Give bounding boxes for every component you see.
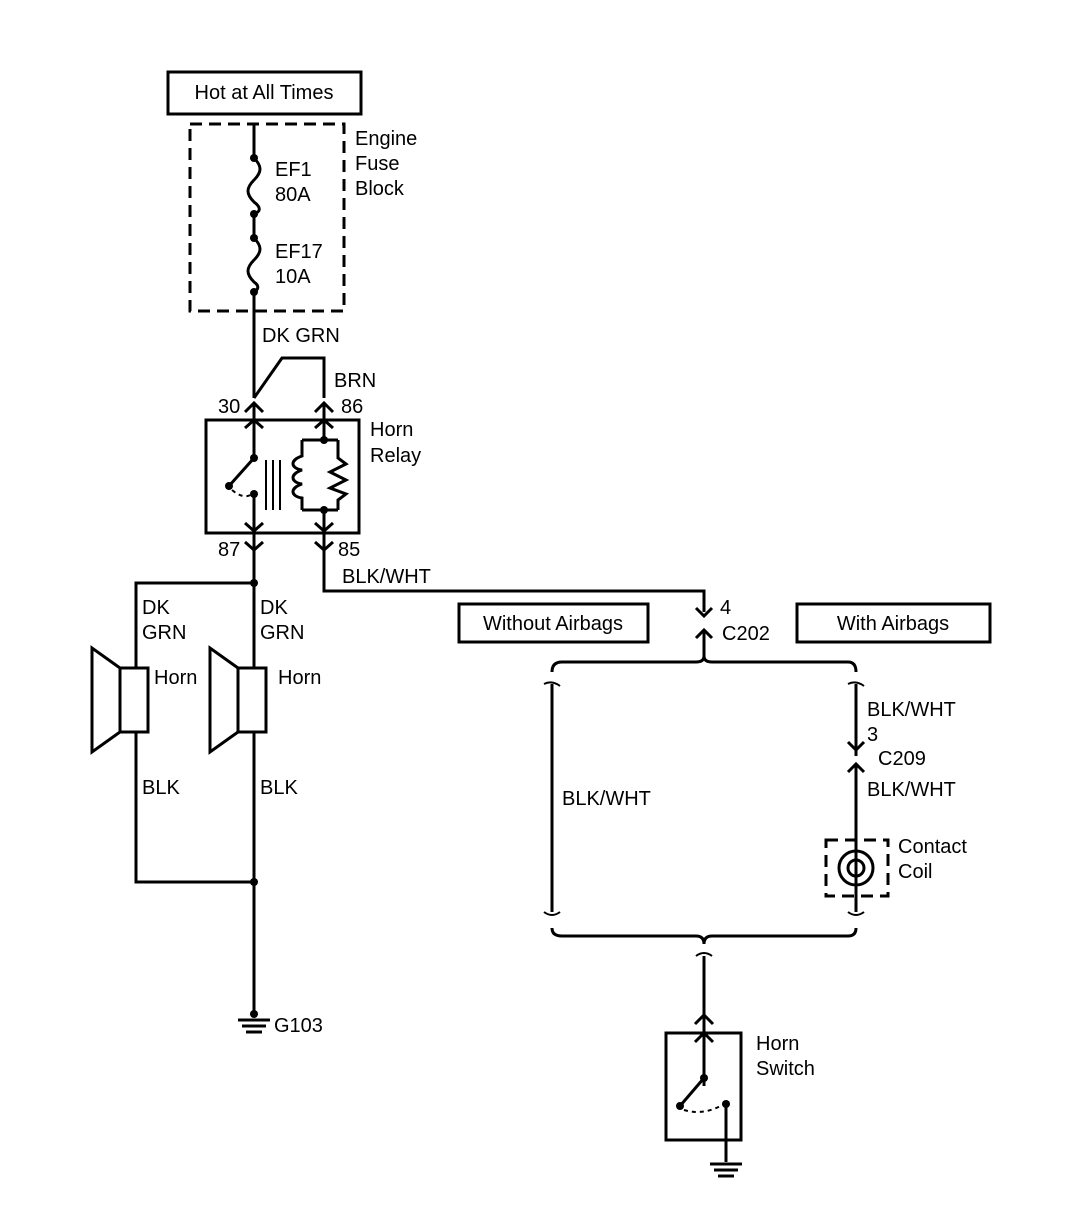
with-airbags-box: With Airbags — [795, 602, 992, 644]
wire-label-brn: BRN — [334, 370, 376, 392]
relay-pin-30: 30 — [218, 396, 240, 418]
horn-left: Horn — [90, 645, 197, 755]
wire-label-blk-wht-left: BLK/WHT — [562, 788, 651, 810]
connector-c202: 4 C202 — [694, 597, 770, 656]
horn-switch-arm — [678, 1077, 706, 1107]
c202-pin: 4 — [720, 597, 731, 619]
c209-label: C209 — [878, 748, 926, 770]
horn-right-label: Horn — [278, 667, 321, 689]
c202-label: C202 — [722, 623, 770, 645]
wire-label-blk-wht-c209-bottom: BLK/WHT — [867, 779, 956, 801]
fuse-block-label-1: Engine — [355, 128, 417, 150]
ef1-name: EF1 — [275, 159, 312, 181]
engine-fuse-block: Engine Fuse Block EF1 80A EF17 10A — [188, 122, 417, 398]
without-airbags-label: Without Airbags — [483, 613, 623, 635]
wire-label-dk-grn: DK GRN — [262, 325, 340, 347]
with-airbags-label: With Airbags — [837, 613, 949, 635]
wire-label-blk-2: BLK — [260, 777, 298, 799]
wire-label-dk-2: DK — [260, 597, 288, 619]
hot-at-all-times-box: Hot at All Times — [166, 70, 363, 116]
relay-label-1: Horn — [370, 419, 413, 441]
horn-switch-ground-icon — [710, 1162, 742, 1178]
horn-left-icon — [90, 645, 121, 755]
ef1-rating: 80A — [275, 184, 311, 206]
ef17-rating: 10A — [275, 266, 311, 288]
connector-c209: 3 C209 — [846, 724, 926, 774]
contact-coil-icon — [837, 849, 875, 887]
horn-left-label: Horn — [154, 667, 197, 689]
relay-resistor-icon — [326, 440, 350, 510]
wire-label-grn-1: GRN — [142, 622, 186, 644]
contact-coil-label-2: Coil — [898, 861, 932, 883]
horn-right: Horn — [208, 645, 321, 755]
relay-pin-85: 85 — [338, 539, 360, 561]
ground-g103-icon — [238, 1018, 270, 1034]
relay-label-2: Relay — [370, 445, 421, 467]
wire-label-blk-1: BLK — [142, 777, 180, 799]
relay-pin-87: 87 — [218, 539, 240, 561]
horn-switch: Horn Switch — [664, 1012, 815, 1162]
wire-label-grn-2: GRN — [260, 622, 304, 644]
c209-pin: 3 — [867, 724, 878, 746]
contact-coil: Contact Coil — [824, 836, 967, 898]
relay-contact-arm — [227, 457, 256, 487]
fuse-block-label-3: Block — [355, 178, 405, 200]
ground-g103-label: G103 — [274, 1015, 323, 1037]
without-airbags-box: Without Airbags — [457, 602, 650, 644]
wire-label-dk-1: DK — [142, 597, 170, 619]
hot-at-all-times-label: Hot at All Times — [195, 82, 334, 104]
wire-label-blk-wht-c209-top: BLK/WHT — [867, 699, 956, 721]
relay-coil-icon — [291, 440, 304, 510]
wire-label-blk-wht-85: BLK/WHT — [342, 566, 431, 588]
fuse-ef1-icon — [246, 156, 262, 216]
horn-switch-label-1: Horn — [756, 1033, 799, 1055]
ef17-name: EF17 — [275, 241, 323, 263]
horn-right-icon — [208, 645, 239, 755]
contact-coil-label-1: Contact — [898, 836, 967, 858]
fuse-block-label-2: Fuse — [355, 153, 399, 175]
horn-switch-label-2: Switch — [756, 1058, 815, 1080]
fuse-ef17-icon — [246, 236, 262, 294]
relay-pin-86: 86 — [341, 396, 363, 418]
horn-relay: 30 86 Horn Relay 8 — [204, 396, 421, 561]
